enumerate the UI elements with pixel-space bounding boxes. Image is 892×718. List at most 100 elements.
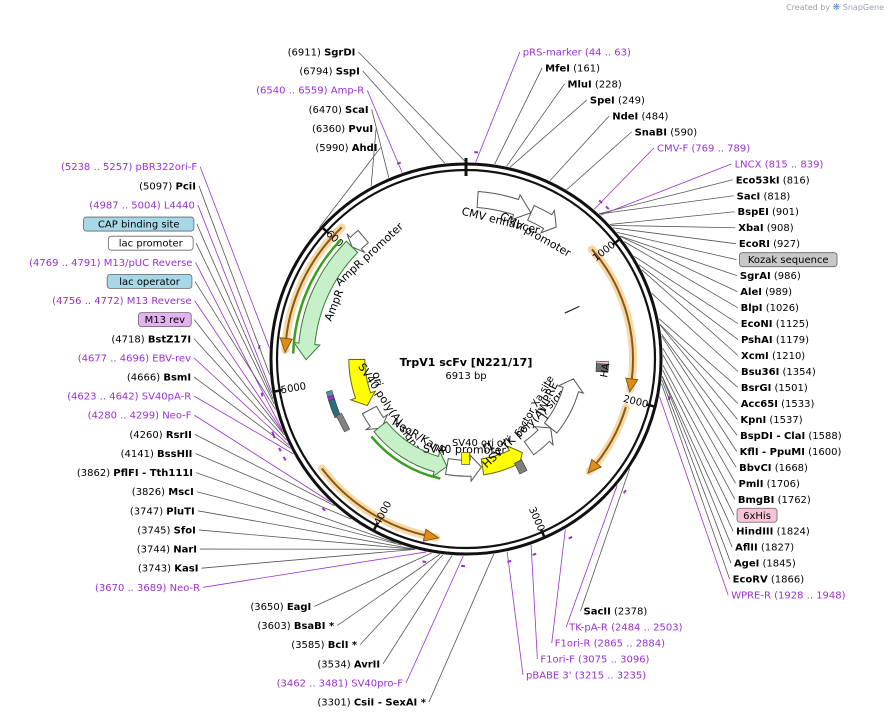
leader-line — [566, 131, 632, 190]
site-label-nari: (3744) NarI — [137, 545, 197, 556]
site-label-kfli-ppumi: KflI - PpuMI (1600) — [740, 447, 842, 458]
leader-line — [612, 227, 736, 245]
feature-box-label: lac operator — [119, 277, 180, 288]
leader-line — [638, 264, 739, 340]
site-label-kasi: (3743) KasI — [138, 564, 199, 575]
leader-line — [659, 324, 738, 420]
site-label-sgrai: SgrAI (986) — [740, 271, 801, 282]
site-label-text: TK-pA-R (2484 .. 2503) — [568, 623, 682, 634]
snapgene-logo-icon: ❋ — [832, 3, 841, 13]
site-label-bsu36i: Bsu36I (1354) — [741, 367, 816, 378]
site-label-text: (6794) SspI — [299, 67, 360, 78]
site-label-text: CMV-F (769 .. 789) — [657, 143, 750, 154]
site-label-text: (4260) RsrII — [129, 430, 191, 441]
leader-line — [651, 292, 739, 372]
site-label-text: BspDI - ClaI (1588) — [740, 431, 842, 442]
leader-line — [194, 414, 331, 503]
site-label-neo-r: (3670 .. 3689) Neo-R — [95, 583, 200, 594]
leader-line — [405, 555, 464, 684]
site-label-text: BmgBI (1762) — [738, 495, 811, 506]
leader-line — [195, 472, 396, 544]
site-label-text: PmlI (1706) — [739, 479, 800, 490]
site-label-pluti: (3747) PluTI — [130, 506, 195, 517]
site-label-text: (4141) BssHII — [121, 449, 193, 460]
site-label-sfoi: (3745) SfoI — [137, 525, 196, 536]
leader-line — [195, 453, 352, 520]
leader-line — [609, 211, 735, 225]
site-label-text: SpeI (249) — [590, 95, 645, 106]
site-label-text: LNCX (815 .. 839) — [735, 159, 824, 170]
orange-arc — [284, 226, 343, 350]
site-label-ecori: EcoRI (927) — [739, 239, 800, 250]
site-label-text: (3462 .. 3481) SV40pro-F — [277, 678, 404, 689]
site-label-text: (3747) PluTI — [130, 506, 195, 517]
leader-line — [194, 433, 335, 507]
site-label-text: (3603) BsaBI * — [257, 621, 335, 632]
leader-line — [593, 147, 655, 210]
site-label-text: (3862) PflFI - Tth111I — [77, 468, 193, 479]
site-label-text: SnaBI (590) — [635, 127, 698, 138]
site-label-text: MluI (228) — [568, 79, 622, 90]
site-label-pflfi-tth111i: (3862) PflFI - Tth111I — [77, 468, 193, 479]
leader-line — [193, 338, 287, 441]
leader-line — [658, 318, 739, 388]
primer-mark — [321, 507, 326, 512]
site-label-acc65i: Acc65I (1533) — [741, 399, 815, 410]
leader-line — [195, 262, 283, 431]
site-label-text: (3650) EagI — [250, 602, 311, 613]
site-labels: (6911) SgrDI(6794) SspI(6540 .. 6559) Am… — [29, 48, 846, 709]
leader-line — [661, 335, 737, 452]
leader-line — [624, 241, 738, 308]
site-label-aflii: AflII (1827) — [735, 543, 794, 554]
site-label-text: KflI - PpuMI (1600) — [740, 447, 842, 458]
site-label-ebv-rev: (4677 .. 4696) EBV-rev — [78, 353, 191, 364]
site-label-bbvci: BbvCI (1668) — [739, 463, 808, 474]
site-label-text: BsrGI (1501) — [741, 383, 808, 394]
leader-line — [620, 236, 738, 292]
site-label-m13-reverse: (4756 .. 4772) M13 Reverse — [52, 296, 191, 307]
feature-sv40-poly-a-signal — [361, 405, 389, 431]
site-label-ecorv: EcoRV (1866) — [733, 575, 805, 586]
primer-mark — [278, 447, 282, 452]
tick-mark — [320, 225, 330, 235]
leader-line — [194, 395, 294, 455]
primer-mark — [422, 560, 427, 564]
feature-neor-kanr — [373, 420, 448, 478]
site-label-csii-sexai: (3301) CsiI - SexAI * — [317, 698, 426, 709]
feature-box — [739, 252, 838, 268]
primer-mark — [532, 552, 537, 556]
site-tick — [564, 305, 580, 314]
feature-box-label: lac promoter — [119, 239, 184, 250]
site-label-text: AflII (1827) — [735, 543, 794, 554]
feature-box — [106, 274, 193, 289]
site-label-saci: SacI (818) — [737, 191, 791, 202]
site-label-text: PshAI (1179) — [741, 335, 809, 346]
site-label-text: XbaI (908) — [738, 223, 794, 234]
feature-label: ori — [370, 371, 386, 388]
plasmid-backbone — [269, 158, 663, 556]
site-label-text: (5990) AhdI — [315, 143, 377, 154]
primer-mark — [507, 560, 512, 563]
site-label-amp-r: (6540 .. 6559) Amp-R — [256, 86, 364, 97]
leader-line — [193, 319, 285, 436]
leader-line — [197, 204, 273, 393]
leader-line — [661, 375, 734, 532]
site-label-sspi: (6794) SspI — [299, 67, 360, 78]
tick-label: 3000 — [526, 506, 546, 534]
site-label-text: (3745) SfoI — [137, 525, 196, 536]
site-label-pbr322ori-f: (5238 .. 5257) pBR322ori-F — [61, 162, 197, 173]
leader-line — [196, 223, 274, 400]
leader-line — [662, 354, 736, 484]
feature-f1-ori — [480, 444, 523, 476]
site-label-text: EcoRI (927) — [739, 239, 800, 250]
leader-line — [198, 185, 271, 375]
primer-mark — [605, 205, 610, 210]
site-label-hindiii: HindIII (1824) — [736, 527, 810, 538]
leader-line — [659, 323, 738, 404]
site-label-text: Bsu36I (1354) — [741, 367, 816, 378]
leader-line — [506, 551, 524, 676]
inner-label-ha: HA — [599, 362, 612, 378]
site-label-pshai: PshAI (1179) — [741, 335, 809, 346]
feature-hsv-tk-poly-a-signal — [523, 425, 554, 456]
